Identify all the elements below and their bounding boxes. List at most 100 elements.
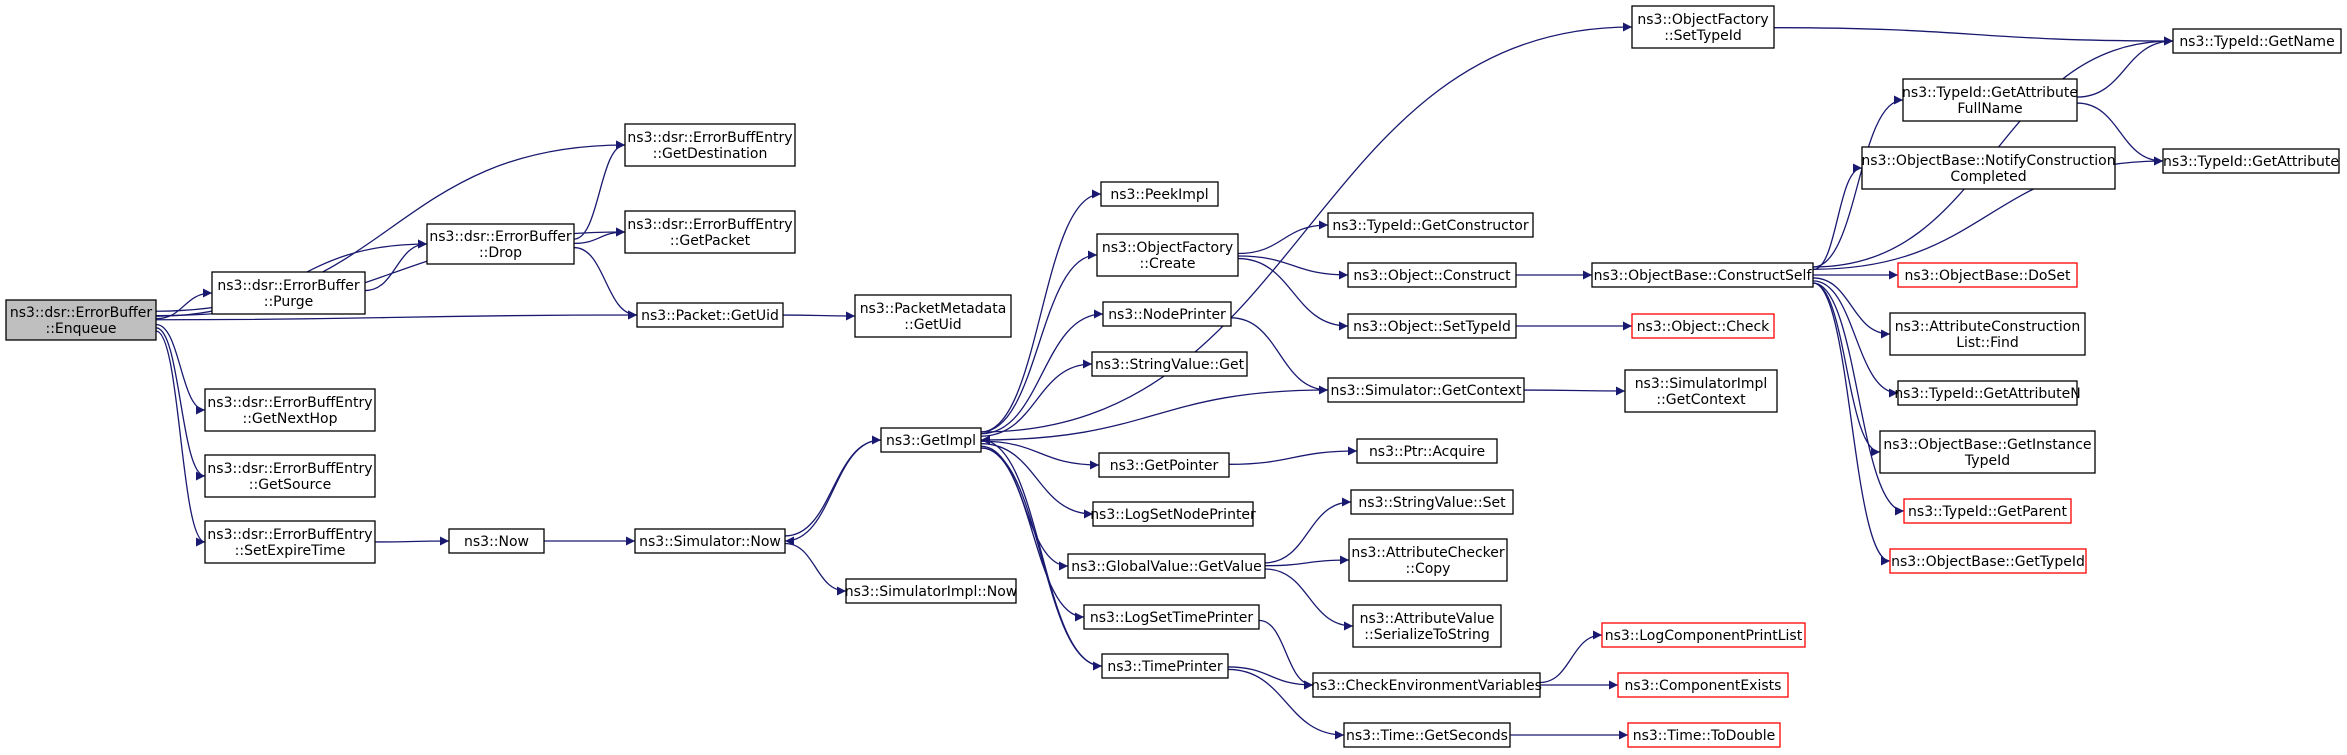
graph-node-drop[interactable]: ns3::dsr::ErrorBuffer::Drop [426, 223, 575, 265]
graph-node-getattribute[interactable]: ns3::TypeId::GetAttribute [2162, 148, 2340, 174]
node-label: TypeId [1964, 453, 2010, 469]
graph-node-nodeprinter[interactable]: ns3::NodePrinter [1102, 301, 1232, 327]
graph-node-doset[interactable]: ns3::ObjectBase::DoSet [1897, 262, 2078, 288]
graph-node-logsetnode[interactable]: ns3::LogSetNodePrinter [1090, 501, 1256, 527]
graph-node-objconstruct[interactable]: ns3::Object::Construct [1347, 262, 1517, 288]
graph-node-getpacket[interactable]: ns3::dsr::ErrorBuffEntry::GetPacket [624, 210, 796, 254]
edge-line [1237, 220, 1329, 255]
node-label: ::Purge [264, 294, 314, 310]
node-box [1348, 538, 1508, 582]
graph-node-getseconds[interactable]: ns3::Time::GetSeconds [1343, 722, 1511, 748]
graph-edge-timeprinter-to-getseconds [1227, 668, 1345, 740]
graph-node-logcompprint[interactable]: ns3::LogComponentPrintList [1601, 622, 1806, 648]
node-label: ns3::ComponentExists [1625, 678, 1782, 694]
graph-edge-simnow-to-getimpl [784, 435, 882, 537]
graph-node-attrvalser[interactable]: ns3::AttributeValue::SerializeToString [1352, 604, 1502, 648]
graph-node-getname[interactable]: ns3::TypeId::GetName [2172, 28, 2342, 54]
edge-line [1773, 27, 2174, 46]
graph-node-getnexthop[interactable]: ns3::dsr::ErrorBuffEntry::GetNextHop [204, 388, 376, 432]
edge-line [1237, 257, 1349, 331]
graph-edge-setexpire-to-now [374, 536, 450, 546]
node-box [1624, 369, 1778, 413]
graph-node-simnow[interactable]: ns3::Simulator::Now [634, 528, 786, 554]
graph-node-pmgetuid[interactable]: ns3::PacketMetadata::GetUid [854, 294, 1012, 338]
node-label: ns3::dsr::ErrorBuffEntry [207, 461, 372, 477]
node-box [1101, 653, 1229, 679]
edge-line [1228, 446, 1358, 465]
graph-node-getattrn[interactable]: ns3::TypeId::GetAttributeN [1894, 380, 2081, 406]
edge-line [155, 323, 206, 415]
node-label: ns3::SimulatorImpl [1635, 376, 1768, 392]
edge-line [980, 22, 1633, 433]
graph-node-getuid[interactable]: ns3::Packet::GetUid [636, 302, 784, 328]
graph-node-getconstructor[interactable]: ns3::TypeId::GetConstructor [1327, 212, 1534, 238]
graph-node-gettypeid[interactable]: ns3::ObjectBase::GetTypeId [1889, 548, 2087, 574]
node-label: ::Create [1140, 256, 1196, 272]
graph-node-now[interactable]: ns3::Now [448, 528, 545, 554]
graph-node-simimplgetctx[interactable]: ns3::SimulatorImpl::GetContext [1624, 369, 1778, 413]
graph-node-logsettime[interactable]: ns3::LogSetTimePrinter [1083, 604, 1260, 630]
graph-edge-constructself-to-getparent [1812, 282, 1905, 516]
node-label: ::GetSource [249, 477, 331, 493]
node-box [426, 223, 575, 265]
node-label: ns3::ObjectBase::GetInstance [1883, 437, 2091, 453]
node-label: ns3::LogComponentPrintList [1605, 628, 1803, 644]
node-label: ns3::StringValue::Set [1358, 495, 1506, 511]
edge-line [1812, 163, 1863, 271]
edge-line [2076, 102, 2164, 166]
node-label: ns3::GlobalValue::GetValue [1071, 559, 1261, 575]
node-box [1897, 262, 2078, 288]
edge-line [782, 311, 856, 321]
edge-line [1812, 95, 1904, 268]
graph-node-getparent[interactable]: ns3::TypeId::GetParent [1903, 498, 2072, 524]
graph-node-timeprinter[interactable]: ns3::TimePrinter [1101, 653, 1229, 679]
graph-node-simimplnow[interactable]: ns3::SimulatorImpl::Now [845, 578, 1018, 604]
graph-node-setexpire[interactable]: ns3::dsr::ErrorBuffEntry::SetExpireTime [204, 520, 376, 564]
node-box [204, 520, 376, 564]
graph-edge-drop-to-getuid [573, 246, 638, 320]
graph-node-constructself[interactable]: ns3::ObjectBase::ConstructSelf [1591, 262, 1814, 288]
edge-line [784, 435, 882, 537]
graph-node-notifyconstr[interactable]: ns3::ObjectBase::NotifyConstructionCompl… [1861, 146, 2116, 190]
node-label: ::SetTypeId [1664, 28, 1742, 44]
graph-node-enqueue[interactable]: ns3::dsr::ErrorBuffer::Enqueue [5, 299, 157, 341]
graph-node-simgetcontext[interactable]: ns3::Simulator::GetContext [1327, 377, 1525, 403]
edge-line [980, 309, 1104, 435]
edge-line [1264, 497, 1352, 564]
graph-node-todouble[interactable]: ns3::Time::ToDouble [1627, 722, 1781, 748]
graph-node-objcheck[interactable]: ns3::Object::Check [1631, 313, 1775, 339]
graph-node-peekimpl[interactable]: ns3::PeekImpl [1100, 181, 1219, 207]
node-label: ns3::TypeId::GetName [2179, 34, 2334, 50]
node-label: ::Copy [1406, 561, 1451, 577]
graph-node-getsource[interactable]: ns3::dsr::ErrorBuffEntry::GetSource [204, 454, 376, 498]
graph-node-purge[interactable]: ns3::dsr::ErrorBuffer::Purge [211, 271, 366, 315]
graph-node-objsettypeid[interactable]: ns3::Object::SetTypeId [1347, 313, 1517, 339]
graph-node-attrchkcopy[interactable]: ns3::AttributeChecker::Copy [1348, 538, 1508, 582]
graph-edge-constructself-to-getattrn [1812, 280, 1899, 398]
graph-node-getpointer[interactable]: ns3::GetPointer [1098, 452, 1230, 478]
edge-line [1264, 568, 1354, 631]
graph-node-getimpl[interactable]: ns3::GetImpl [880, 427, 982, 453]
graph-node-gvgetvalue[interactable]: ns3::GlobalValue::GetValue [1067, 553, 1266, 579]
graph-node-ofsettypeid[interactable]: ns3::ObjectFactory::SetTypeId [1631, 5, 1775, 49]
graph-edge-timeprinter-to-getimpl [980, 435, 1103, 667]
node-box [2162, 148, 2340, 174]
graph-node-compexists[interactable]: ns3::ComponentExists [1617, 672, 1789, 698]
edge-line [980, 389, 1329, 445]
graph-node-svset[interactable]: ns3::StringValue::Set [1350, 489, 1514, 515]
graph-node-svget[interactable]: ns3::StringValue::Get [1091, 351, 1248, 377]
node-label: ns3::StringValue::Get [1095, 357, 1245, 373]
graph-node-ptracquire[interactable]: ns3::Ptr::Acquire [1356, 438, 1498, 464]
graph-node-getdest[interactable]: ns3::dsr::ErrorBuffEntry::GetDestination [624, 123, 796, 167]
node-box [1617, 672, 1789, 698]
graph-node-checkenv[interactable]: ns3::CheckEnvironmentVariables [1311, 672, 1542, 698]
graph-edge-getpointer-to-ptracquire [1228, 446, 1358, 465]
node-box [1591, 262, 1814, 288]
node-label: ns3::dsr::ErrorBuffer [429, 229, 571, 245]
node-box [204, 454, 376, 498]
node-label: ns3::LogSetNodePrinter [1090, 507, 1256, 523]
graph-node-ofcreate[interactable]: ns3::ObjectFactory::Create [1096, 233, 1239, 277]
